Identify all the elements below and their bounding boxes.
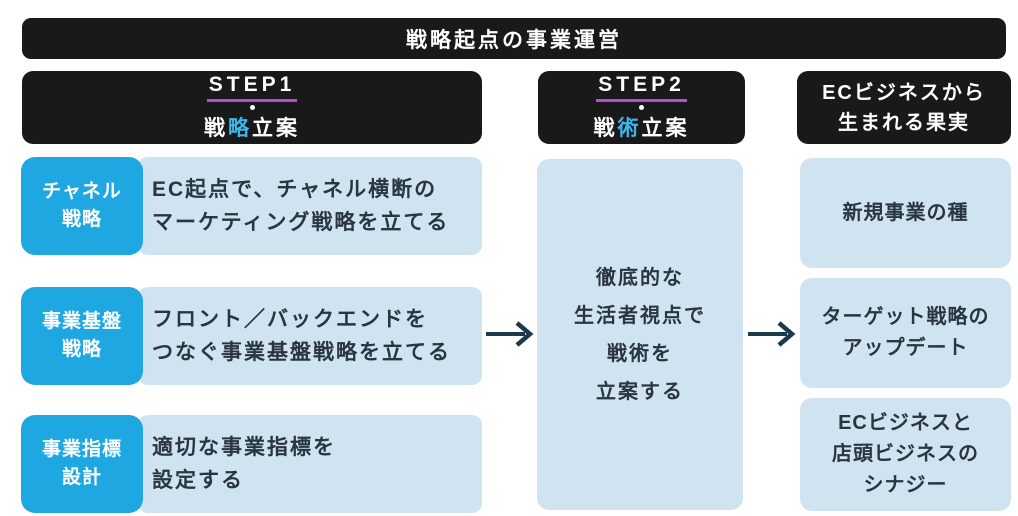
banner-title-bar: 戦略起点の事業運営: [22, 18, 1006, 59]
step1-row-foundation-tag: 事業基盤 戦略: [21, 287, 143, 385]
result-synergy-text: ECビジネスと 店頭ビジネスの シナジー: [832, 412, 979, 496]
step1-row-kpi-text: 適切な事業指標を 設定する: [152, 436, 336, 492]
step2-subtitle-post: 立案: [641, 116, 690, 140]
step1-row-kpi-tag-label: 事業指標 設計: [41, 439, 122, 488]
step1-header: STEP1 戦略立案: [22, 71, 482, 144]
step1-subtitle-pre: 戦: [204, 116, 228, 140]
step2-dot-icon: [639, 104, 644, 110]
step1-row-kpi-content: 適切な事業指標を 設定する: [138, 415, 482, 513]
step1-row-channel-text: EC起点で、チャネル横断の マーケティング戦略を立てる: [152, 178, 450, 234]
step2-header: STEP2 戦術立案: [538, 71, 745, 144]
results-header: ECビジネスから 生まれる果実: [797, 71, 1011, 144]
step2-body-text: 徹底的な 生活者視点で 戦術を 立案する: [574, 266, 706, 403]
step2-subtitle-highlight: 術: [617, 116, 642, 140]
flow-arrow-step1-to-step2-icon: [486, 321, 534, 347]
step1-subtitle: 戦略立案: [204, 112, 300, 142]
step1-row-foundation-tag-label: 事業基盤 戦略: [41, 311, 122, 360]
step1-label: STEP1: [206, 73, 298, 102]
step1-row-channel-tag: チャネル 戦略: [21, 157, 143, 255]
result-box-target-update: ターゲット戦略の アップデート: [800, 278, 1011, 388]
step2-subtitle: 戦術立案: [594, 112, 690, 142]
result-box-synergy: ECビジネスと 店頭ビジネスの シナジー: [800, 398, 1011, 511]
step1-row-foundation-content: フロント／バックエンドを つなぐ事業基盤戦略を立てる: [138, 287, 482, 385]
step1-row-kpi-tag: 事業指標 設計: [21, 415, 143, 513]
results-header-label: ECビジネスから 生まれる果実: [822, 81, 986, 134]
result-new-business-text: 新規事業の種: [842, 201, 969, 224]
result-box-new-business: 新規事業の種: [800, 158, 1011, 268]
banner-title: 戦略起点の事業運営: [406, 28, 622, 52]
step1-row-channel-content: EC起点で、チャネル横断の マーケティング戦略を立てる: [138, 157, 482, 255]
step1-subtitle-highlight: 略: [228, 116, 252, 140]
result-target-update-text: ターゲット戦略の アップデート: [821, 306, 990, 359]
step2-label: STEP2: [596, 73, 687, 102]
step2-subtitle-pre: 戦: [593, 116, 618, 140]
step1-subtitle-post: 立案: [252, 116, 300, 140]
step1-dot-icon: [249, 104, 255, 110]
step1-row-foundation-text: フロント／バックエンドを つなぐ事業基盤戦略を立てる: [152, 308, 451, 364]
step2-body-box: 徹底的な 生活者視点で 戦術を 立案する: [537, 159, 743, 510]
flow-arrow-step2-to-results-icon: [748, 321, 796, 347]
step1-row-channel-tag-label: チャネル 戦略: [42, 181, 122, 230]
